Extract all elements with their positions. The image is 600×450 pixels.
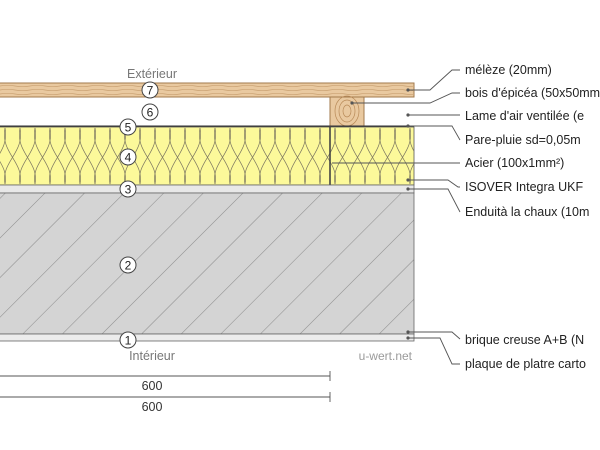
layer-plasterboard [0,333,415,342]
svg-text:3: 3 [125,183,132,197]
layer-larch-grain [0,84,414,96]
layer-marker-5: 5 [119,118,137,136]
dimension-line-1 [0,371,331,381]
svg-text:4: 4 [125,151,132,165]
insulation-stroke [303,127,322,185]
dimension-label-2: 600 [142,400,163,414]
leader-dots [350,88,410,340]
leader-mélèze [408,69,460,91]
svg-text:1: 1 [125,334,132,348]
insulation-stroke [63,127,82,185]
leader-lime [408,188,461,213]
insulation-stroke [408,127,414,185]
insulation-stroke [93,127,112,185]
leader-spruce [352,92,460,104]
insulation-stroke [0,127,7,185]
insulation-stroke [168,127,187,185]
svg-text:6: 6 [147,106,154,120]
layer-marker-2: 2 [119,256,137,274]
insulation-stroke [363,127,382,185]
leader-plasterboard [408,337,460,365]
insulation-stroke [348,127,367,185]
insulation-stroke [318,127,337,185]
edge-label-interior: Intérieur [129,349,175,363]
insulation-stroke [183,127,202,185]
leader-lines [332,69,461,365]
insulation-stroke [288,127,307,185]
insulation-stroke [33,127,52,185]
leader-insulation [408,179,460,188]
layer-marker-1: 1 [119,331,137,349]
insulation-stroke [138,127,157,185]
insulation-stroke [78,127,97,185]
spruce-batten [329,96,365,127]
legend-label-spruce: bois d'épicéa (50x50mm) [465,86,600,100]
legend-label-steel: Acier (100x1mm²) [465,156,564,170]
layer-marker-4: 4 [119,148,137,166]
legend-label-rain-barrier: Pare-pluie sd=0,05m [465,133,581,147]
watermark: u-wert.net [359,349,413,363]
insulation-pattern [0,127,414,185]
insulation-stroke [3,127,22,185]
layer-marker-6: 6 [141,103,159,121]
svg-text:2: 2 [125,259,132,273]
layer-marker-7: 7 [141,81,159,99]
dimension-label-1: 600 [142,379,163,393]
insulation-stroke [378,127,397,185]
leader-brick [408,331,461,340]
insulation-stroke [228,127,247,185]
legend-label-lime-plaster: Enduità la chaux (10m [465,205,589,219]
layer-hollow-brick-hatch [0,192,415,335]
legend-label-hollow-brick: brique creuse A+B (N [465,333,584,347]
dimension-line-2 [0,392,331,402]
insulation-stroke [243,127,262,185]
leader-rain-barrier [408,125,461,141]
insulation-stroke [18,127,37,185]
legend-label-insulation: ISOVER Integra UKF [465,180,583,194]
layer-lime-plaster [0,184,415,194]
insulation-stroke [333,127,352,185]
insulation-stroke [48,127,67,185]
insulation-stroke [273,127,292,185]
legend-label-larch: mélèze (20mm) [465,63,552,77]
svg-text:5: 5 [125,121,132,135]
edge-label-exterior: Extérieur [127,67,177,81]
insulation-stroke [213,127,232,185]
insulation-stroke [153,127,172,185]
legend-label-plasterboard: plaque de platre carto [465,357,586,371]
insulation-stroke [258,127,277,185]
svg-text:7: 7 [147,84,154,98]
insulation-stroke [393,127,412,185]
insulation-stroke [198,127,217,185]
legend-label-air-gap: Lame d'air ventilée (e [465,109,584,123]
layer-marker-3: 3 [119,180,137,198]
